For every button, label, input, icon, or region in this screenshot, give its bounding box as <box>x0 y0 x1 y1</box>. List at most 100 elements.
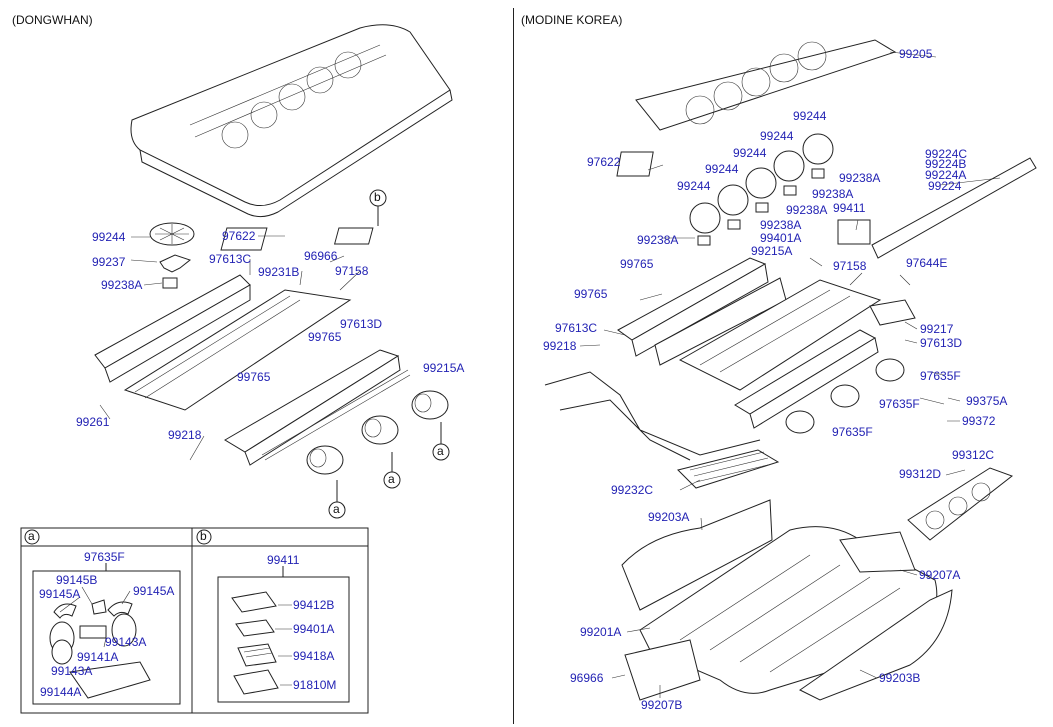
evaporator-left <box>94 274 411 466</box>
part-label[interactable]: 99215A <box>751 244 793 258</box>
part-label[interactable]: 99765 <box>308 330 342 344</box>
part-label[interactable]: 99244 <box>677 179 711 193</box>
part-label[interactable]: 99203A <box>648 510 690 524</box>
inset-a-tag: a <box>28 529 35 543</box>
control-module-parts <box>231 591 279 695</box>
right-section-header: (MODINE KOREA) <box>521 13 623 27</box>
part-label[interactable]: 99238A <box>812 187 854 201</box>
inset-b-title[interactable]: 99411 <box>267 553 300 567</box>
filter-99232C <box>677 449 780 489</box>
callout-b: b <box>374 190 381 204</box>
part-label[interactable]: 99143A <box>105 635 147 649</box>
part-label[interactable]: 99244 <box>92 230 126 244</box>
part-label[interactable]: 99215A <box>423 361 465 375</box>
part-label[interactable]: 99418A <box>293 649 335 663</box>
callout-a: a <box>437 444 444 458</box>
part-label[interactable]: 97622 <box>587 155 621 169</box>
part-label[interactable]: 99238A <box>786 203 828 217</box>
blower-exploded-parts <box>49 599 151 699</box>
part-label[interactable]: 99231B <box>258 265 300 279</box>
inset-a-title[interactable]: 97635F <box>84 550 125 564</box>
part-label[interactable]: 99201A <box>580 625 622 639</box>
part-label[interactable]: 96966 <box>570 671 604 685</box>
blower-motors-left <box>306 390 449 475</box>
part-label[interactable]: 97644E <box>906 256 948 270</box>
part-label[interactable]: 99144A <box>40 685 82 699</box>
control-box-left <box>220 227 268 251</box>
base-pan-assembly <box>621 499 953 701</box>
part-label[interactable]: 99244 <box>705 162 739 176</box>
duct-99224 <box>871 157 1037 259</box>
part-label[interactable]: 97613D <box>340 317 383 331</box>
part-label[interactable]: 99765 <box>620 257 654 271</box>
inset-b-circle <box>196 529 212 545</box>
receiver-drier <box>869 299 916 326</box>
control-box-right <box>616 151 654 177</box>
part-label[interactable]: 99238A <box>101 278 143 292</box>
part-label[interactable]: 99207B <box>641 698 683 712</box>
module-99411-right <box>837 219 871 245</box>
part-label[interactable]: 99224B <box>925 157 967 171</box>
vent-panel-99312 <box>907 467 1014 541</box>
part-label[interactable]: 99224C <box>925 147 968 161</box>
part-label[interactable]: 99401A <box>293 622 335 636</box>
left-section-header: (DONGWHAN) <box>12 13 93 27</box>
part-label[interactable]: 99765 <box>574 287 608 301</box>
part-label[interactable]: 97158 <box>335 264 369 278</box>
part-label[interactable]: 99244 <box>760 129 794 143</box>
callout-a: a <box>388 472 395 486</box>
part-label[interactable]: 99244 <box>793 109 827 123</box>
part-label[interactable]: 99218 <box>168 428 202 442</box>
part-label[interactable]: 99238A <box>839 171 881 185</box>
part-label[interactable]: 99145B <box>56 573 98 587</box>
part-label[interactable]: 99207A <box>919 568 961 582</box>
callout-b-circle <box>369 189 387 207</box>
part-label[interactable]: 91810M <box>293 678 337 692</box>
part-label[interactable]: 97635F <box>879 397 920 411</box>
part-label[interactable]: 99141A <box>77 650 119 664</box>
part-label[interactable]: 99312C <box>952 448 995 462</box>
part-label[interactable]: 99238A <box>760 218 802 232</box>
part-label[interactable]: 99412B <box>293 598 335 612</box>
inset-a-circle <box>24 529 40 545</box>
part-label[interactable]: 99205 <box>899 47 933 61</box>
part-label[interactable]: 99224A <box>925 168 967 182</box>
inset-b-tag: b <box>200 529 207 543</box>
part-label[interactable]: 99372 <box>962 414 996 428</box>
part-label[interactable]: 99375A <box>966 394 1008 408</box>
part-label[interactable]: 99232C <box>611 483 654 497</box>
part-label[interactable]: 99217 <box>920 322 954 336</box>
part-label[interactable]: 99224 <box>928 179 962 193</box>
section-divider <box>513 8 514 724</box>
part-label[interactable]: 99145A <box>39 587 81 601</box>
part-label[interactable]: 97613C <box>209 252 252 266</box>
part-label[interactable]: 97613C <box>555 321 598 335</box>
part-label[interactable]: 99401A <box>760 231 802 245</box>
part-label[interactable]: 97635F <box>832 425 873 439</box>
part-label[interactable]: 99765 <box>237 370 271 384</box>
part-label[interactable]: 97158 <box>833 259 867 273</box>
part-label[interactable]: 99143A <box>51 664 93 678</box>
part-label[interactable]: 97635F <box>920 369 961 383</box>
part-label[interactable]: 97613D <box>920 336 963 350</box>
part-label[interactable]: 97622 <box>222 229 256 243</box>
callout-a: a <box>333 502 340 516</box>
top-grille-panel <box>635 39 897 131</box>
part-label[interactable]: 99244 <box>733 146 767 160</box>
part-label[interactable]: 96966 <box>304 249 338 263</box>
fan-assembly-left <box>149 222 195 289</box>
part-label[interactable]: 99238A <box>637 233 679 247</box>
part-label[interactable]: 99237 <box>92 255 126 269</box>
part-label[interactable]: 99312D <box>899 467 942 481</box>
part-label[interactable]: 99203B <box>879 671 921 685</box>
fan-assemblies-right <box>689 133 834 246</box>
part-label[interactable]: 99218 <box>543 339 577 353</box>
module-b-left <box>333 227 374 245</box>
inset-frame <box>20 527 369 714</box>
part-label[interactable]: 99145A <box>133 584 175 598</box>
part-label[interactable]: 99411 <box>833 201 866 215</box>
blower-motors-right <box>785 358 905 434</box>
part-label[interactable]: 99261 <box>76 415 110 429</box>
